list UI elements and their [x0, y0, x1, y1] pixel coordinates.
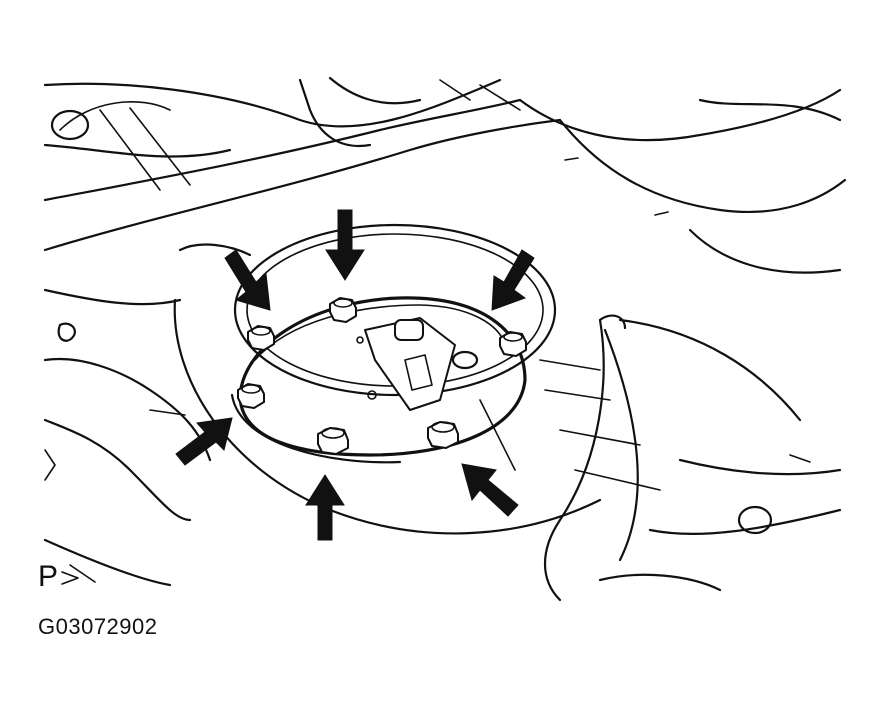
bolt-upper-left [247, 325, 275, 351]
bolt-left [237, 383, 265, 409]
view-letter-label: P [38, 560, 59, 593]
bolt-top [329, 297, 357, 323]
arrow-icon [491, 249, 535, 311]
bolt-lower-right [427, 421, 459, 449]
figure-code: G03072902 [38, 614, 158, 639]
arrow-icon [305, 474, 345, 541]
arrow-icon [325, 209, 365, 281]
bolt-bottom [317, 427, 349, 455]
bolt-arrows [175, 209, 535, 541]
bolt-upper-right [499, 331, 527, 357]
arrow-icon [175, 417, 233, 466]
arrow-icon [224, 249, 271, 311]
vehicle-floor-structure [43, 76, 847, 602]
arrow-icon [461, 463, 519, 517]
retainer-bolts [237, 297, 527, 455]
view-direction-icon [61, 571, 79, 585]
fuel-pump-plate [230, 296, 527, 471]
